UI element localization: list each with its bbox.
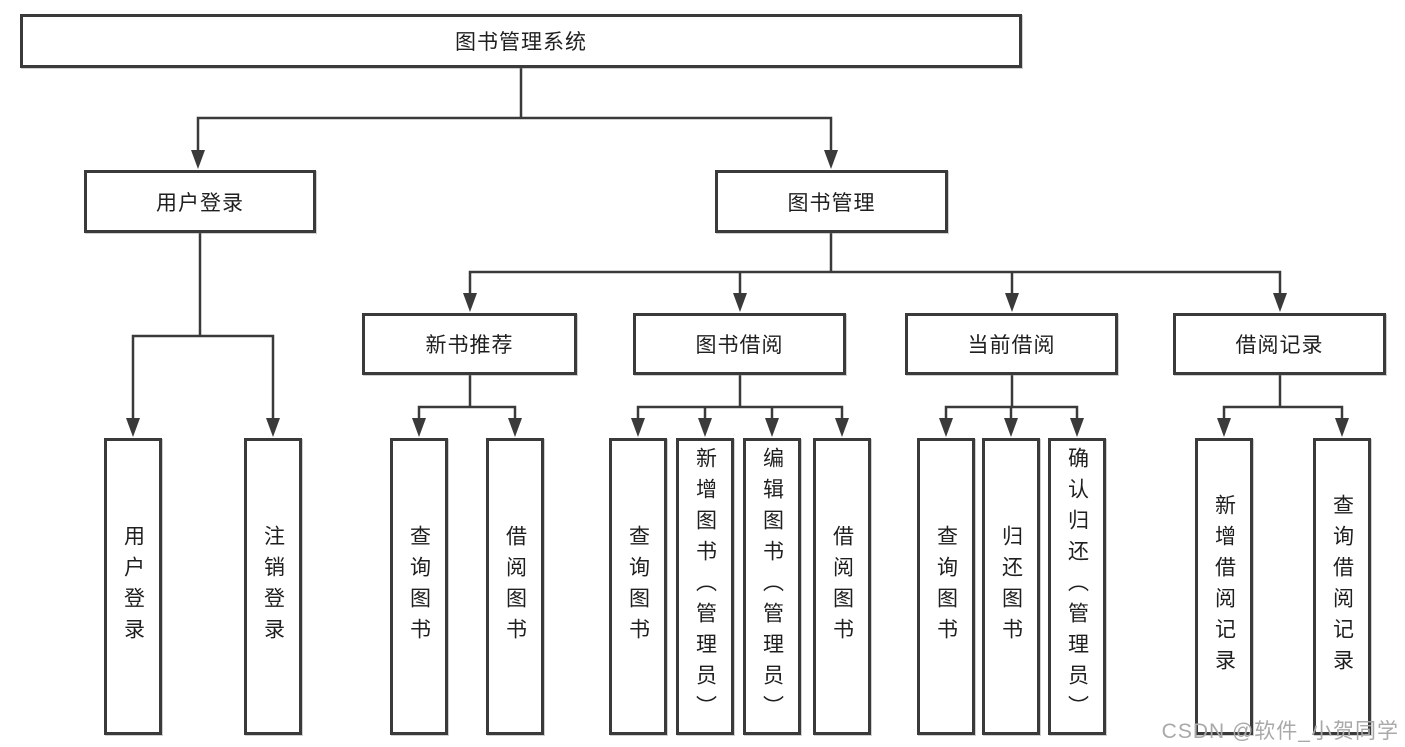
- node-borrowing-records: 借阅记录: [1173, 313, 1386, 375]
- node-book-management: 图书管理: [715, 170, 948, 233]
- connector-currentborrow-to-leaves: [944, 373, 1079, 423]
- leaf-user-login-label: 用户登录: [121, 524, 145, 649]
- arrowhead: [939, 418, 953, 437]
- node-current-borrowing: 当前借阅: [905, 313, 1118, 375]
- leaf-logout: 注销登录: [244, 438, 302, 735]
- arrowhead: [1273, 293, 1287, 312]
- arrowhead: [765, 418, 779, 437]
- node-book-management-label: 图书管理: [787, 191, 876, 215]
- node-book-borrowing: 图书借阅: [633, 313, 846, 375]
- leaf-query-book-current-label: 查询图书: [934, 524, 958, 649]
- arrowhead: [1004, 418, 1018, 437]
- leaf-borrow-book-recommend: 借阅图书: [486, 438, 544, 735]
- node-user-login-label: 用户登录: [156, 191, 244, 215]
- arrowhead: [126, 418, 140, 437]
- connector-newbook-to-leaves: [417, 373, 517, 423]
- node-current-borrowing-label: 当前借阅: [967, 334, 1056, 357]
- arrowhead: [266, 418, 280, 437]
- arrowhead: [733, 293, 747, 312]
- node-new-book-recommend: 新书推荐: [362, 313, 577, 375]
- leaf-add-borrow-record: 新增借阅记录: [1195, 438, 1253, 735]
- leaf-borrow-book-borrowing: 借阅图书: [813, 438, 871, 735]
- leaf-confirm-return-admin-label: 确认归还（管理员）: [1065, 447, 1089, 726]
- leaf-query-book-recommend-label: 查询图书: [407, 524, 431, 649]
- connector-bookmgmt-to-level3: [468, 231, 1282, 298]
- node-new-book-recommend-label: 新书推荐: [425, 334, 514, 357]
- arrowhead: [631, 418, 645, 437]
- arrowhead: [1070, 418, 1084, 437]
- leaf-borrow-book-recommend-label: 借阅图书: [503, 524, 527, 649]
- leaf-confirm-return-admin: 确认归还（管理员）: [1048, 438, 1106, 735]
- leaf-edit-book-admin-label: 编辑图书（管理员）: [760, 447, 784, 726]
- leaf-query-borrow-record-label: 查询借阅记录: [1330, 493, 1354, 680]
- connector-bookborrow-to-leaves: [636, 373, 844, 423]
- node-root-label: 图书管理系统: [455, 31, 587, 54]
- leaf-query-book-recommend: 查询图书: [390, 438, 448, 735]
- arrowhead: [1217, 418, 1231, 437]
- leaf-query-borrow-record: 查询借阅记录: [1313, 438, 1371, 735]
- leaf-add-borrow-record-label: 新增借阅记录: [1212, 493, 1236, 680]
- connector-userlogin-to-leaves: [131, 231, 275, 423]
- leaf-user-login: 用户登录: [104, 438, 162, 735]
- leaf-return-book: 归还图书: [982, 438, 1040, 735]
- arrowhead: [191, 150, 205, 169]
- leaf-query-book-borrowing-label: 查询图书: [626, 524, 650, 649]
- leaf-borrow-book-borrowing-label: 借阅图书: [830, 524, 854, 649]
- leaf-edit-book-admin: 编辑图书（管理员）: [743, 438, 801, 735]
- leaf-add-book-admin: 新增图书（管理员）: [676, 438, 734, 735]
- arrowhead: [835, 418, 849, 437]
- arrowhead: [1335, 418, 1349, 437]
- node-root: 图书管理系统: [20, 14, 1022, 68]
- arrowhead: [1005, 293, 1019, 312]
- node-book-borrowing-label: 图书借阅: [695, 334, 784, 357]
- watermark: CSDN @软件_小贺同学: [1161, 720, 1399, 743]
- arrowhead: [698, 418, 712, 437]
- node-borrowing-records-label: 借阅记录: [1235, 334, 1324, 357]
- leaf-query-book-current: 查询图书: [917, 438, 975, 735]
- connector-root-to-level2: [196, 66, 833, 154]
- connector-borrowrecord-to-leaves: [1222, 373, 1344, 423]
- arrowhead: [824, 150, 838, 169]
- leaf-logout-label: 注销登录: [261, 524, 285, 649]
- leaf-return-book-label: 归还图书: [999, 524, 1023, 649]
- node-user-login: 用户登录: [84, 170, 316, 233]
- leaf-add-book-admin-label: 新增图书（管理员）: [693, 447, 717, 726]
- arrowhead: [508, 418, 522, 437]
- arrowhead: [412, 418, 426, 437]
- leaf-query-book-borrowing: 查询图书: [609, 438, 667, 735]
- arrowhead: [463, 293, 477, 312]
